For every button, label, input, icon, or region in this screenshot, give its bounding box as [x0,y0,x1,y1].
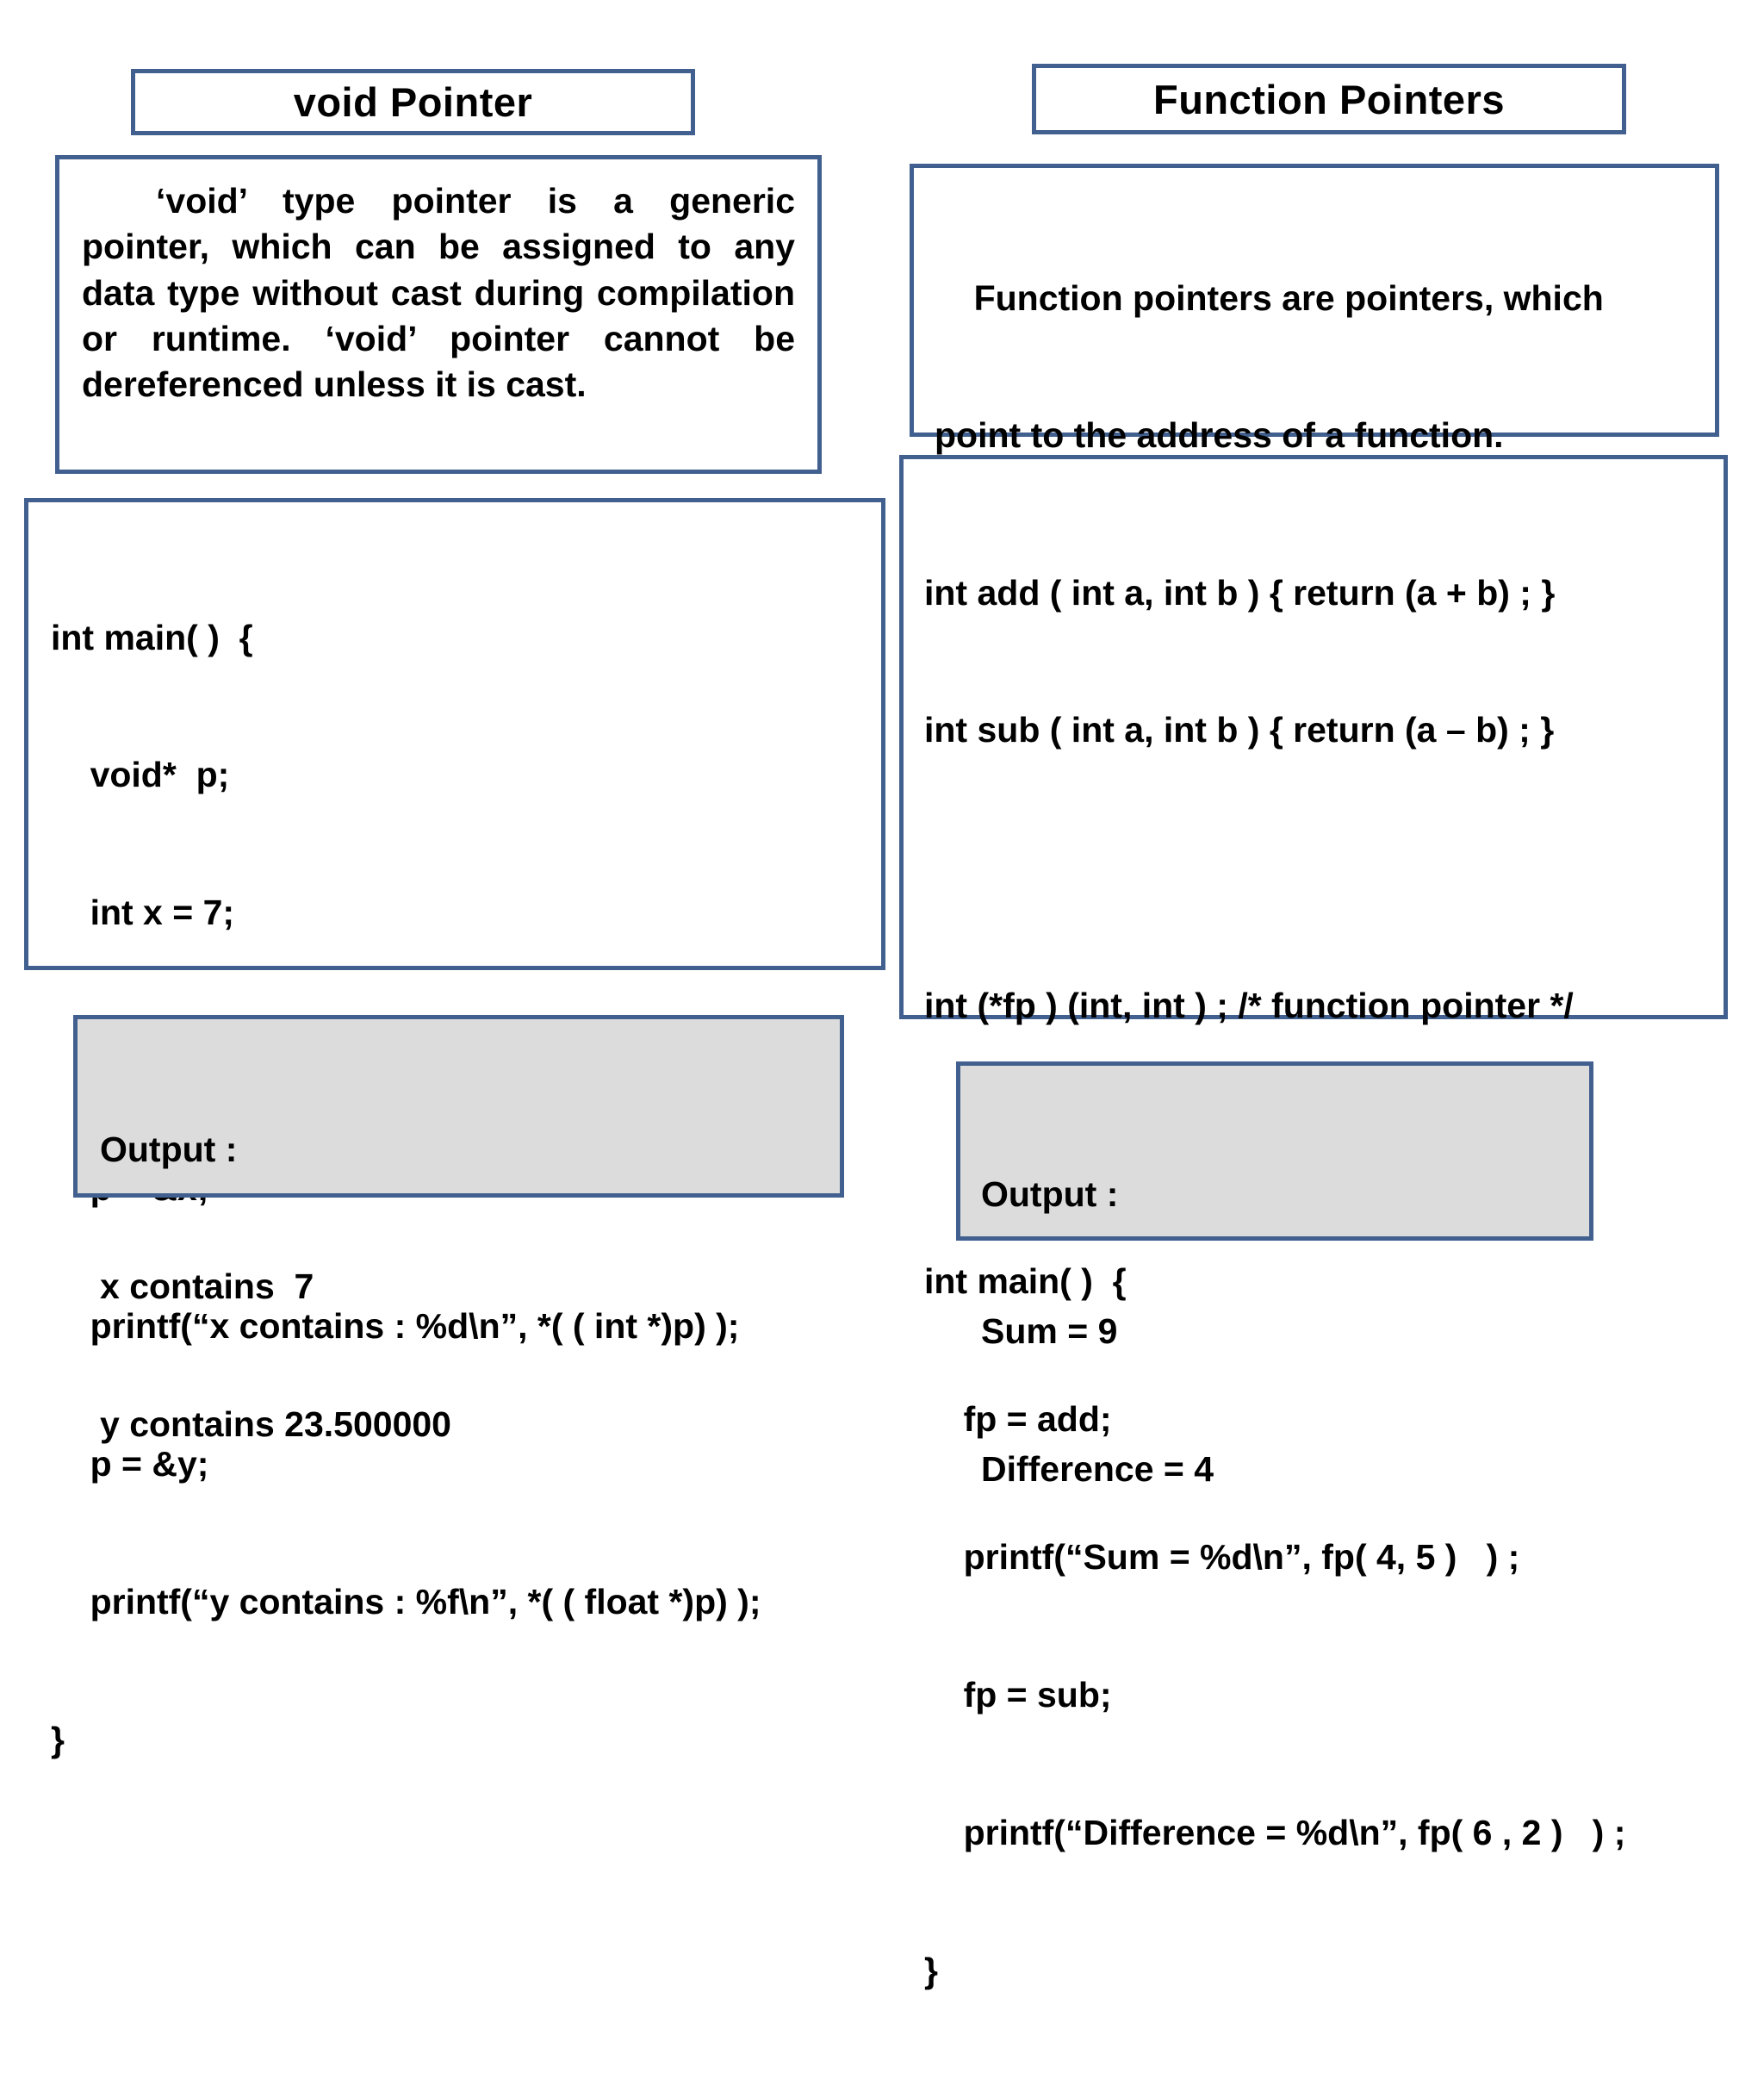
output-line: Sum = 9 [981,1311,1118,1352]
code-line: void* p; [51,755,230,795]
slide-canvas: void Pointer ‘void’ type pointer is a ge… [24,64,1728,1990]
code-line: } [924,1950,938,1990]
void-pointer-title-text: void Pointer [293,79,533,125]
code-line: } [51,1719,65,1759]
code-line: int sub ( int a, int b ) { return (a – b… [924,710,1555,750]
void-pointer-description-body: ‘void’ type pointer is a generic pointer… [82,181,795,405]
void-pointer-description-text: ‘void’ type pointer is a generic pointer… [82,178,795,408]
void-pointer-title-box: void Pointer [131,69,695,135]
code-line: fp = sub; [924,1674,1112,1715]
output-line: Difference = 4 [981,1449,1214,1490]
code-line: int x = 7; [51,893,235,933]
code-line: printf(“Difference = %d\n”, fp( 6 , 2 ) … [924,1812,1626,1852]
code-line: printf(“y contains : %f\n”, *( ( float *… [51,1581,761,1621]
code-line: int (*fp ) (int, int ) ; /* function poi… [924,986,1574,1026]
description-line: point to the address of a function. [935,415,1504,456]
function-pointers-output-box: Output : Sum = 9 Difference = 4 [956,1061,1593,1489]
void-pointer-output-box: Output : x contains 7 y contains 23.5000… [73,1015,844,1444]
code-line: int main( ) { [51,617,253,657]
function-pointers-title-box: Function Pointers [1032,64,1626,134]
output-line: y contains 23.500000 [100,1404,451,1445]
output-line: x contains 7 [100,1267,314,1307]
function-pointers-output-listing: Output : Sum = 9 Difference = 4 [981,1080,1568,1584]
function-pointers-code-box: int add ( int a, int b ) { return (a + b… [899,455,1728,1990]
output-line: Output : [100,1129,238,1169]
output-line: Output : [981,1173,1119,1214]
void-pointer-code-box: int main( ) { void* p; int x = 7; float … [24,498,885,1759]
void-pointer-description-box: ‘void’ type pointer is a generic pointer… [55,155,822,474]
code-blank-line [924,845,1703,891]
void-pointer-output-listing: Output : x contains 7 y contains 23.5000… [100,1035,817,1540]
description-line: Function pointers are pointers, which [935,277,1604,318]
function-pointers-title-text: Function Pointers [1153,76,1505,122]
code-line: int main( ) { [924,1261,1127,1302]
code-line: int add ( int a, int b ) { return (a + b… [924,572,1556,613]
function-pointers-description-box: Function pointers are pointers, which po… [910,164,1719,868]
